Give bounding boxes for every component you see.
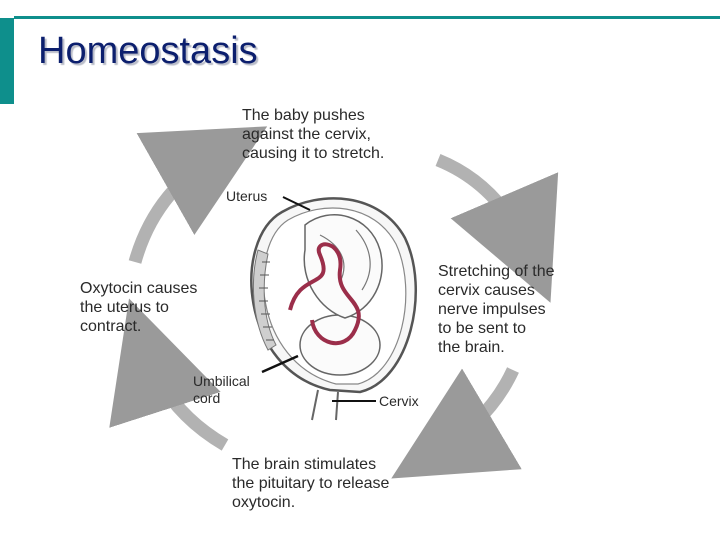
step-uterus-contracts: Oxytocin causes the uterus to contract. (80, 280, 198, 335)
umbilical-cord-leader (261, 354, 299, 374)
step-nerve-impulses: Stretching of the cervix causes nerve im… (438, 263, 555, 356)
cycle-arrow-bottom-left (109, 298, 229, 451)
label-uterus: Uterus (226, 188, 268, 204)
cycle-arrow-bottom-right (391, 367, 522, 479)
title-rule (14, 16, 720, 19)
uterus-leader (282, 196, 311, 211)
step-baby-pushes: The baby pushes against the cervix, caus… (242, 107, 385, 162)
uterus-illustration (250, 197, 417, 421)
accent-bar (0, 18, 14, 104)
step-pituitary-release: The brain stimulates the pituitary to re… (232, 456, 390, 511)
label-cervix: Cervix (379, 393, 419, 409)
slide-title: Homeostasis (38, 30, 258, 72)
cycle-arrow-top-right (435, 153, 559, 303)
label-umbilical-cord: Umbilical cord (193, 373, 250, 406)
cycle-arrow-top-left (128, 126, 268, 264)
